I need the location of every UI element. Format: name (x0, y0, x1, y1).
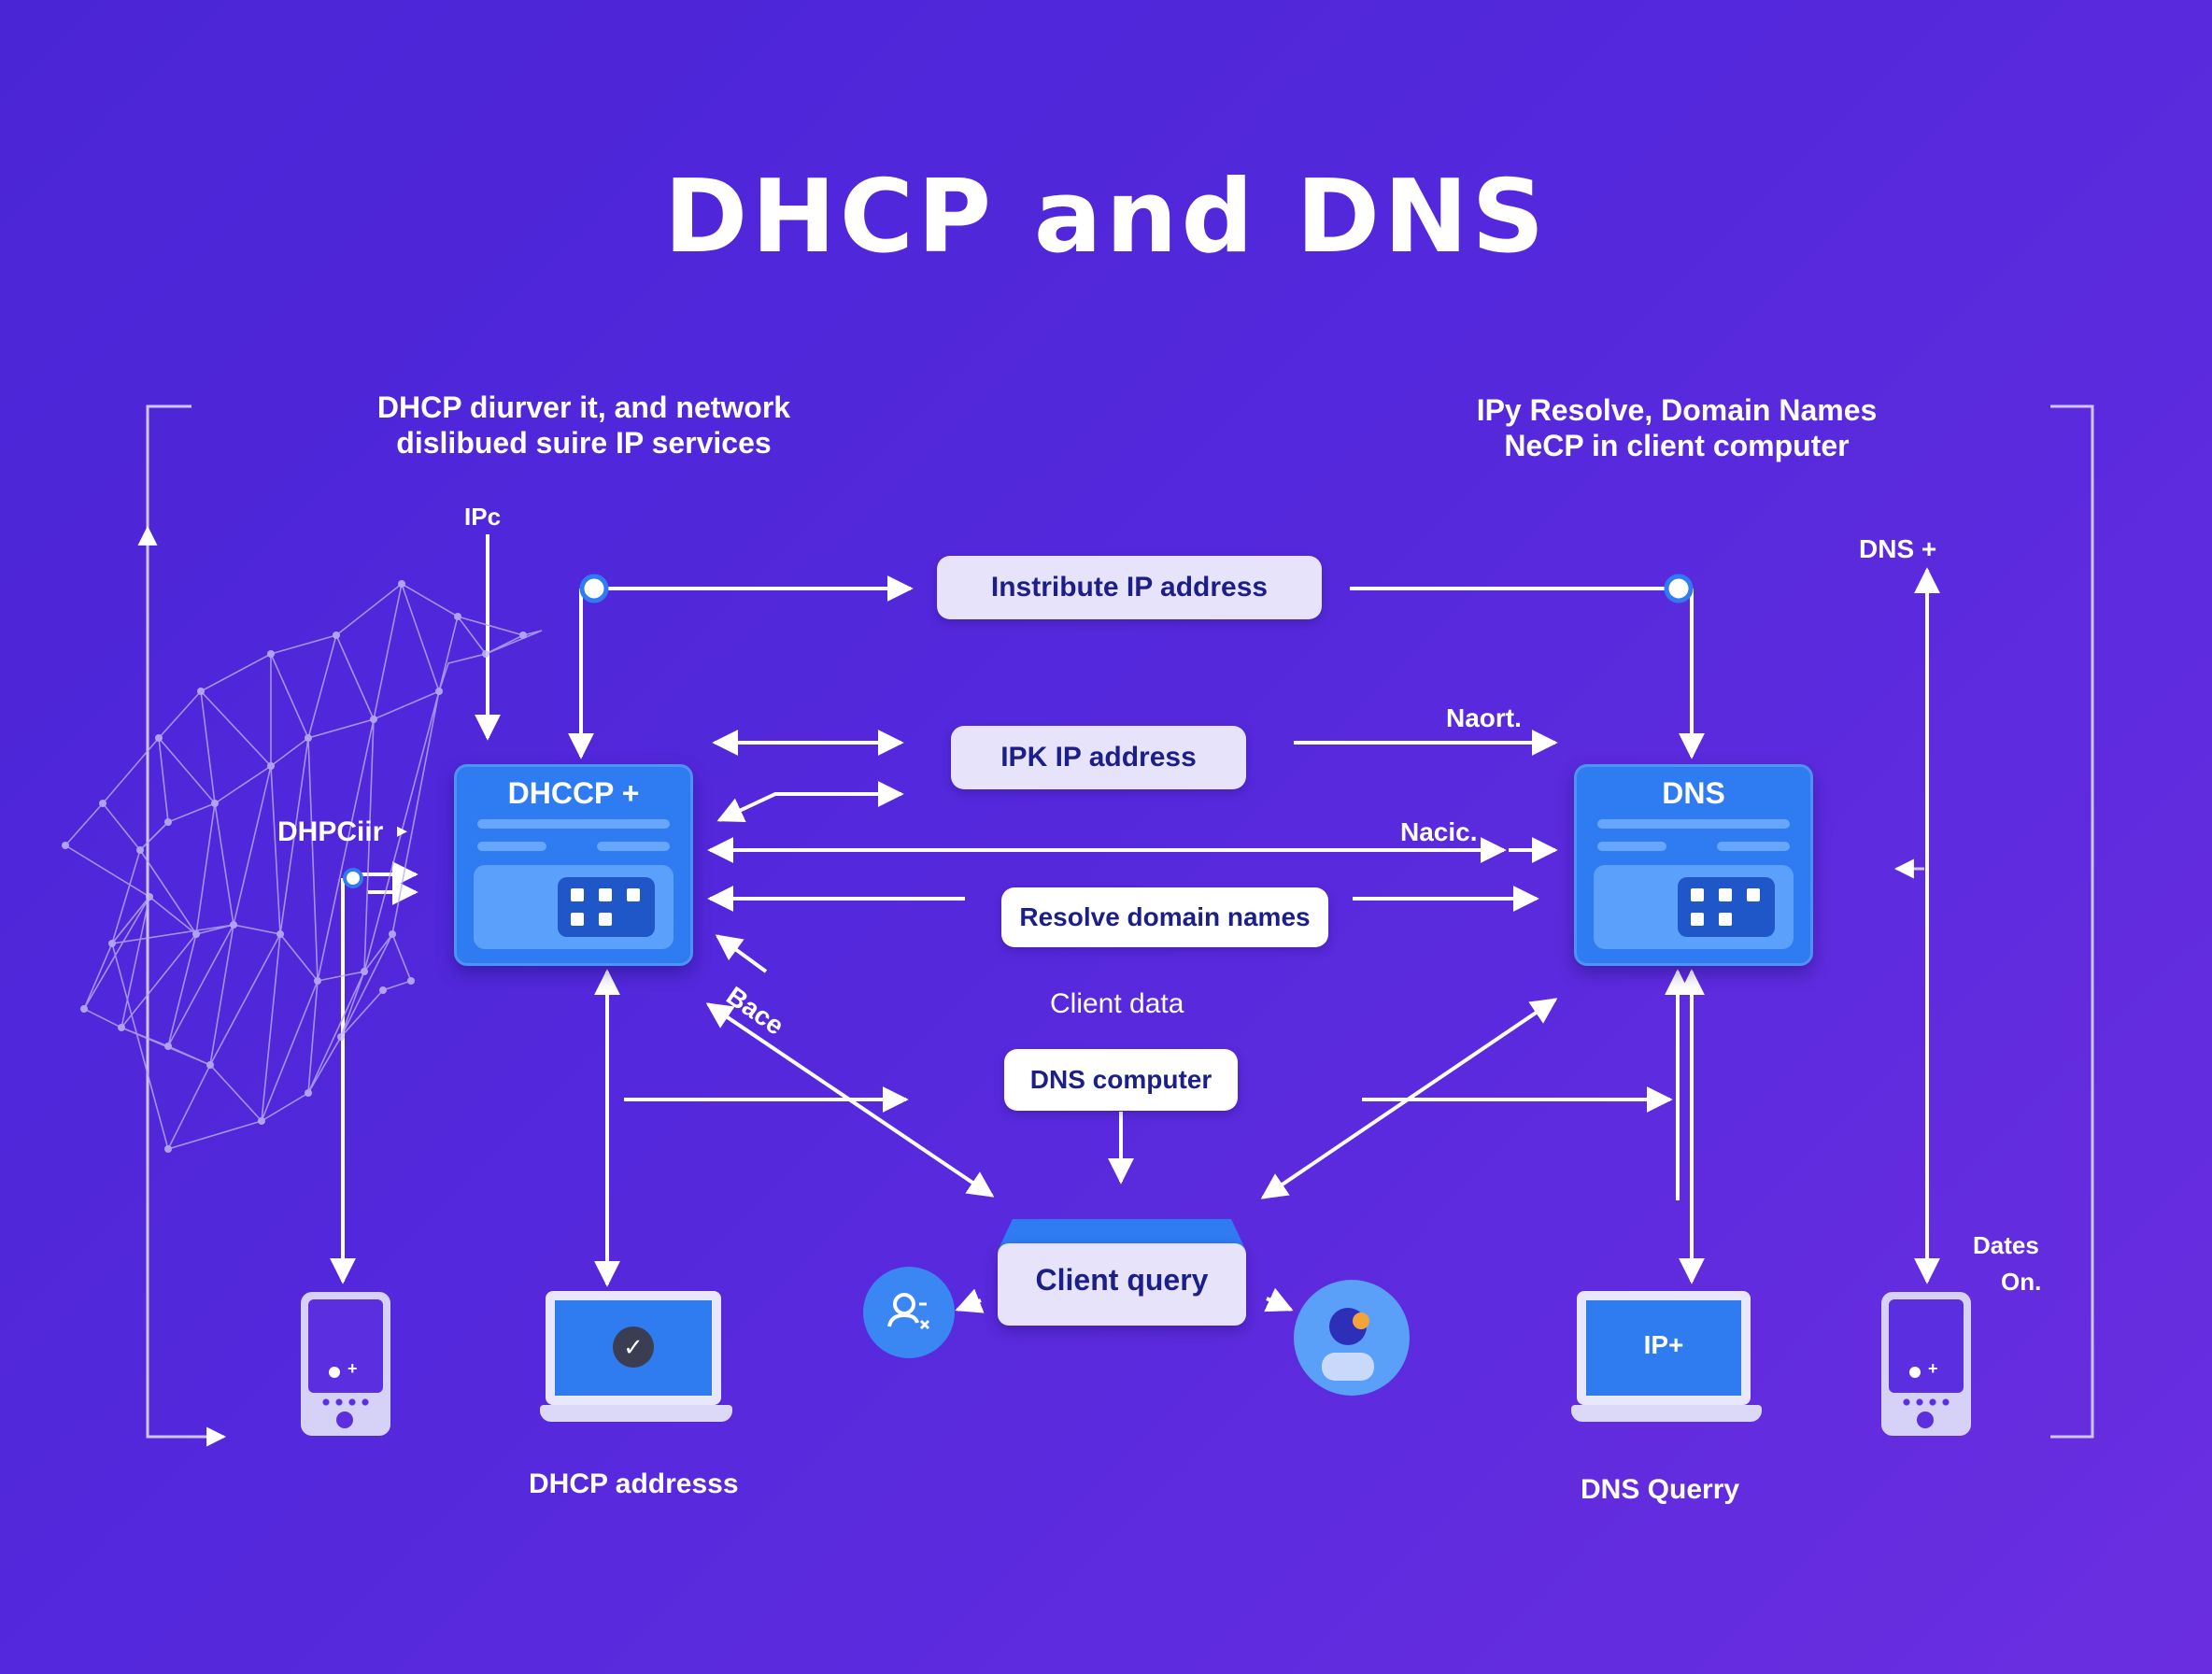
apps-grid-icon (1678, 877, 1775, 937)
dot-icon (1909, 1367, 1921, 1378)
client-query-label: Client query (1035, 1263, 1209, 1297)
arrow-bace (715, 934, 768, 973)
left-bracket (146, 404, 227, 1447)
client-left-arrow (955, 1288, 985, 1313)
label-dates: Dates (1973, 1231, 2039, 1259)
label-dhpciir: DHPCiir (277, 816, 384, 847)
junction-dot-right (1664, 574, 1694, 603)
label-on: On. (2001, 1268, 2042, 1296)
label-naort: Naort. (1446, 703, 1522, 732)
server-bar (1597, 819, 1790, 829)
user-remove-glyph (887, 1293, 930, 1330)
phone-device-left[interactable]: + (301, 1292, 390, 1436)
phone-dots (319, 1398, 372, 1406)
right-description-line-1: IPy Resolve, Domain Names (1476, 393, 1878, 427)
check-icon: ✓ (613, 1326, 654, 1368)
right-description: IPy Resolve, Domain Names NeCP in client… (1448, 392, 1906, 463)
server-bar (597, 842, 670, 851)
client-right-arrow (1264, 1287, 1294, 1312)
label-client-data: Client data (1050, 988, 1184, 1019)
client-query-box[interactable]: Client query (998, 1219, 1246, 1326)
server-bar (477, 819, 670, 829)
server-bar (1717, 842, 1790, 851)
label-dhcp-address: DHCP addresss (529, 1468, 739, 1499)
dns-server[interactable]: DNS (1574, 764, 1813, 966)
dhcp-server[interactable]: DHCCP + (454, 764, 693, 966)
junction-dot-left (579, 574, 609, 603)
network-mesh-decoration (62, 580, 543, 1153)
box-instribute-ip[interactable]: Instribute IP address (937, 556, 1322, 619)
home-button-icon (1917, 1412, 1934, 1428)
laptop-left[interactable]: ✓ (540, 1291, 732, 1422)
user-remove-icon[interactable] (863, 1267, 955, 1358)
left-description-line-1: DHCP diurver it, and network (376, 390, 791, 424)
phone-screen: + (308, 1299, 383, 1393)
label-dns-plus: DNS + (1859, 534, 1937, 563)
plus-icon: + (347, 1359, 358, 1378)
client-query-body (998, 1243, 1246, 1326)
laptop-ip-label: IP+ (1643, 1330, 1684, 1359)
diagram-title: DHCP and DNS (663, 159, 1549, 276)
phone-device-right[interactable]: + (1881, 1292, 1971, 1436)
box-dns-computer[interactable]: DNS computer (1004, 1049, 1238, 1111)
plus-icon: + (1928, 1359, 1938, 1378)
apps-grid-icon (558, 877, 655, 937)
laptop-screen: ✓ (546, 1291, 721, 1405)
laptop-display (1586, 1300, 1741, 1396)
label-ipc: IPc (464, 503, 502, 531)
dot-icon (329, 1367, 340, 1378)
phone-dots (1900, 1398, 1952, 1406)
right-description-line-2: NeCP in client computer (1504, 429, 1850, 462)
label-nacic: Nacic. (1400, 817, 1478, 846)
left-description-line-2: dislibued suire IP services (396, 426, 772, 460)
right-bracket (2050, 404, 2094, 1439)
laptop-right[interactable]: IP+ (1571, 1291, 1762, 1422)
dns-server-title: DNS (1662, 776, 1725, 810)
server-bar (1597, 842, 1666, 851)
box-resolve-domain-names[interactable]: Resolve domain names (1001, 887, 1328, 947)
junction-dot-mesh (343, 868, 363, 888)
arrow-short (716, 781, 904, 823)
server-bar (477, 842, 546, 851)
label-dhpciir-arrow: ▸ (397, 818, 408, 842)
phone-screen: + (1889, 1299, 1964, 1393)
avatar-glyph (1322, 1308, 1374, 1381)
laptop-base (1571, 1405, 1762, 1422)
label-dns-query: DNS Querry (1581, 1474, 1740, 1505)
box-ipk-ip[interactable]: IPK IP address (951, 726, 1246, 789)
laptop-base (540, 1405, 732, 1422)
home-button-icon (336, 1412, 353, 1428)
dhcp-server-title: DHCCP + (507, 776, 640, 810)
left-description: DHCP diurver it, and network dislibued s… (355, 390, 813, 461)
laptop-screen: IP+ (1577, 1291, 1751, 1405)
user-avatar-icon[interactable] (1294, 1280, 1410, 1396)
